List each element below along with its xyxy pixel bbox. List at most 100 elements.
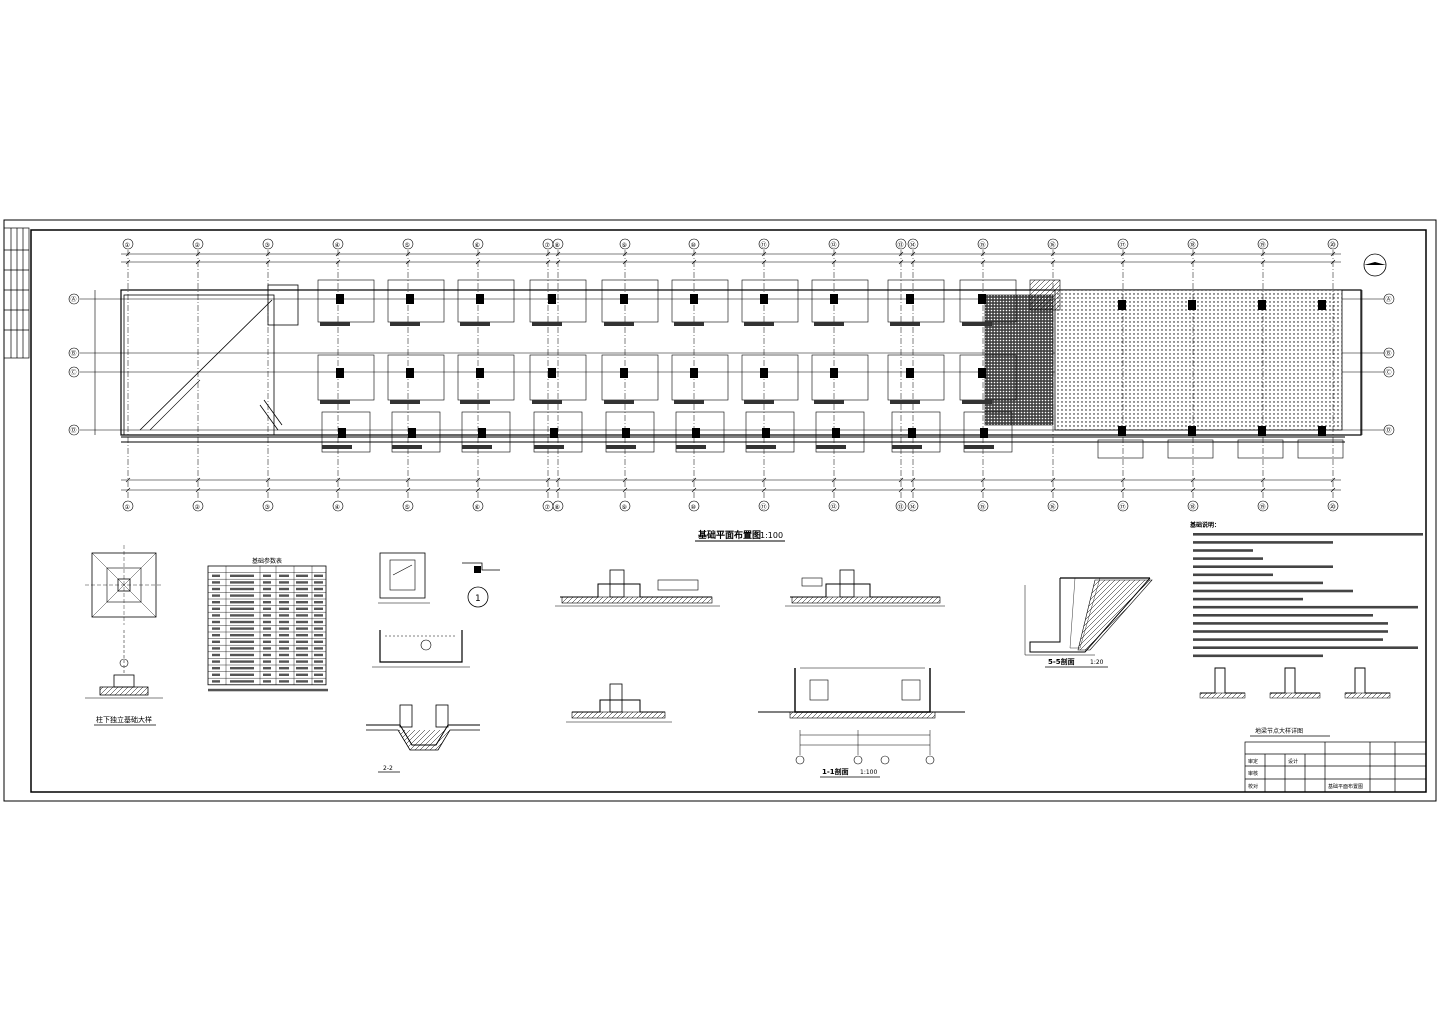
axis-label-top: ⑤ [405, 504, 410, 511]
detail-marker-label: 1 [475, 594, 481, 604]
table-cell [279, 660, 289, 663]
axis-bubble-side [1383, 293, 1395, 305]
table-cell [296, 640, 308, 643]
axis-label-top: ⑨ [622, 242, 627, 249]
table-cell [230, 587, 254, 591]
footing-tag [462, 445, 492, 449]
dim-tick [1120, 487, 1126, 493]
table-cell [212, 607, 220, 610]
dim-tick [1050, 477, 1056, 483]
table-cell [296, 667, 308, 670]
axis-bubble [192, 238, 204, 250]
dim-tick [910, 259, 916, 265]
table-cell [263, 647, 271, 650]
dim-tick [125, 251, 131, 257]
footing-tag [744, 322, 774, 326]
axis-bubble [402, 500, 414, 512]
footing-tag [674, 400, 704, 404]
north-arrow-icon [1363, 253, 1387, 277]
table-cell [296, 680, 308, 683]
section-1-1-title: 1-1剖面 [822, 767, 849, 776]
dim-tick [831, 259, 837, 265]
general-notes [1193, 533, 1423, 658]
axis-label-top: ⑨ [622, 504, 627, 511]
axis-label-top: ⑮ [980, 503, 986, 511]
table-cell [314, 581, 323, 584]
footing-pad [745, 411, 795, 453]
dim-tick [265, 259, 271, 265]
table-cell [230, 673, 254, 676]
title-role-1: 审定 [1248, 758, 1258, 765]
footing-pad [741, 279, 799, 323]
axis-label-side: Ⓓ [1386, 427, 1392, 435]
column [478, 428, 486, 438]
table-cell [314, 647, 323, 650]
column [978, 294, 986, 304]
axis-label-side: Ⓓ [71, 427, 77, 435]
table-cell [212, 680, 220, 683]
footing-tag [746, 445, 776, 449]
axis-bubble [619, 500, 631, 512]
footing-pad [811, 354, 869, 401]
table-cell [279, 607, 289, 610]
column [1188, 300, 1196, 310]
dim-tick [555, 251, 561, 257]
axis-bubble [1187, 500, 1199, 512]
table-cell [212, 634, 220, 637]
axis-label-side: Ⓐ [1386, 296, 1392, 304]
table-cell [212, 601, 220, 604]
axis-label-top: ⑦ [545, 242, 551, 249]
footing-tag [392, 445, 422, 449]
dim-tick [1190, 251, 1196, 257]
table-cell [296, 647, 308, 650]
dim-tick [761, 477, 767, 483]
dim-tick [622, 251, 628, 257]
axis-label-top: ⑫ [831, 241, 837, 249]
axis-bubble [1117, 238, 1129, 250]
column [830, 294, 838, 304]
dim-tick [1260, 477, 1266, 483]
footing-tag [532, 322, 562, 326]
table-cell [230, 667, 254, 670]
dim-tick [475, 251, 481, 257]
axis-label-top: ③ [265, 504, 270, 511]
axis-bubble [688, 500, 700, 512]
dim-tick [1260, 487, 1266, 493]
axis-bubble [122, 238, 134, 250]
table-cell [314, 627, 323, 630]
title-role-2: 审核 [1248, 770, 1258, 777]
table-cell [296, 601, 308, 604]
dim-tick [831, 487, 837, 493]
table-cell [230, 653, 254, 657]
dim-tick [1190, 259, 1196, 265]
plan-title: 基础平面布置图 [697, 529, 761, 541]
dim-tick [1120, 251, 1126, 257]
axis-label-top: ⑯ [1050, 241, 1056, 249]
footing-tag [816, 445, 846, 449]
axis-label-top: ⑦ [545, 504, 551, 511]
table-cell [314, 607, 323, 610]
table-cell [263, 680, 271, 683]
dim-tick [405, 477, 411, 483]
table-cell [263, 673, 271, 676]
dim-tick [1330, 259, 1336, 265]
pit-section [372, 630, 470, 668]
footing-pad [811, 279, 869, 323]
dim-tick [910, 487, 916, 493]
section-2-2-label: 2-2 [383, 765, 393, 772]
table-cell [279, 680, 289, 683]
footing-tag [962, 322, 992, 326]
dim-tick [335, 477, 341, 483]
table-cell [296, 627, 308, 630]
column [336, 368, 344, 378]
note-line [1193, 541, 1333, 544]
axis-label-top: ② [195, 504, 201, 511]
table-cell [314, 653, 323, 657]
axis-bubble [552, 500, 564, 512]
table-cell [230, 594, 254, 597]
table-cell [314, 594, 323, 597]
table-cell [263, 660, 271, 663]
axis-label-top: ⑪ [761, 241, 767, 249]
footing-pad [1237, 439, 1284, 459]
footing-tag [964, 445, 994, 449]
